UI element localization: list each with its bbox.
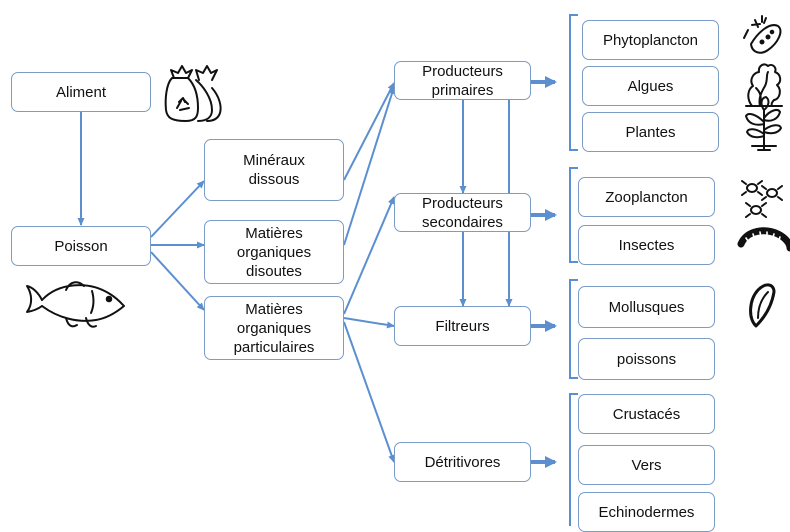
node-producteurs-primaires: Producteurs primaires [394, 61, 531, 100]
arrow-mod-prodprim [343, 86, 396, 246]
node-aliment: Aliment [11, 72, 151, 112]
node-matieres-organiques-particulaires: Matières organiques particulaires [204, 296, 344, 360]
node-mollusques: Mollusques [578, 286, 715, 328]
bracket-detritivores [569, 393, 578, 526]
arrow-mop-prodsec [343, 196, 395, 315]
bracket-secondaires [569, 167, 578, 263]
node-algues: Algues [582, 66, 719, 106]
arrow-mineraux-prodprim [343, 82, 395, 181]
node-mineraux-dissous: Minéraux dissous [204, 139, 344, 201]
node-poissons: poissons [578, 338, 715, 380]
node-plantes: Plantes [582, 112, 719, 152]
node-crustaces: Crustacés [578, 394, 715, 434]
arrow-mop-filtreurs [343, 317, 395, 329]
node-detritivores: Détritivores [394, 442, 531, 482]
node-insectes: Insectes [578, 225, 715, 265]
node-echinodermes: Echinodermes [578, 492, 715, 532]
arrow-mop-detritivores [343, 321, 395, 463]
bracket-primaires [569, 14, 578, 151]
node-phytoplancton: Phytoplancton [582, 20, 719, 60]
arrow-poisson-mineraux [150, 180, 205, 238]
node-zooplancton: Zooplancton [578, 177, 715, 217]
node-matieres-organiques-disoutes: Matières organiques disoutes [204, 220, 344, 284]
node-producteurs-secondaires: Producteurs secondaires [394, 193, 531, 232]
node-poisson: Poisson [11, 226, 151, 266]
arrow-poisson-mop [150, 251, 205, 311]
node-filtreurs: Filtreurs [394, 306, 531, 346]
node-vers: Vers [578, 445, 715, 485]
bracket-filtreurs [569, 279, 578, 379]
